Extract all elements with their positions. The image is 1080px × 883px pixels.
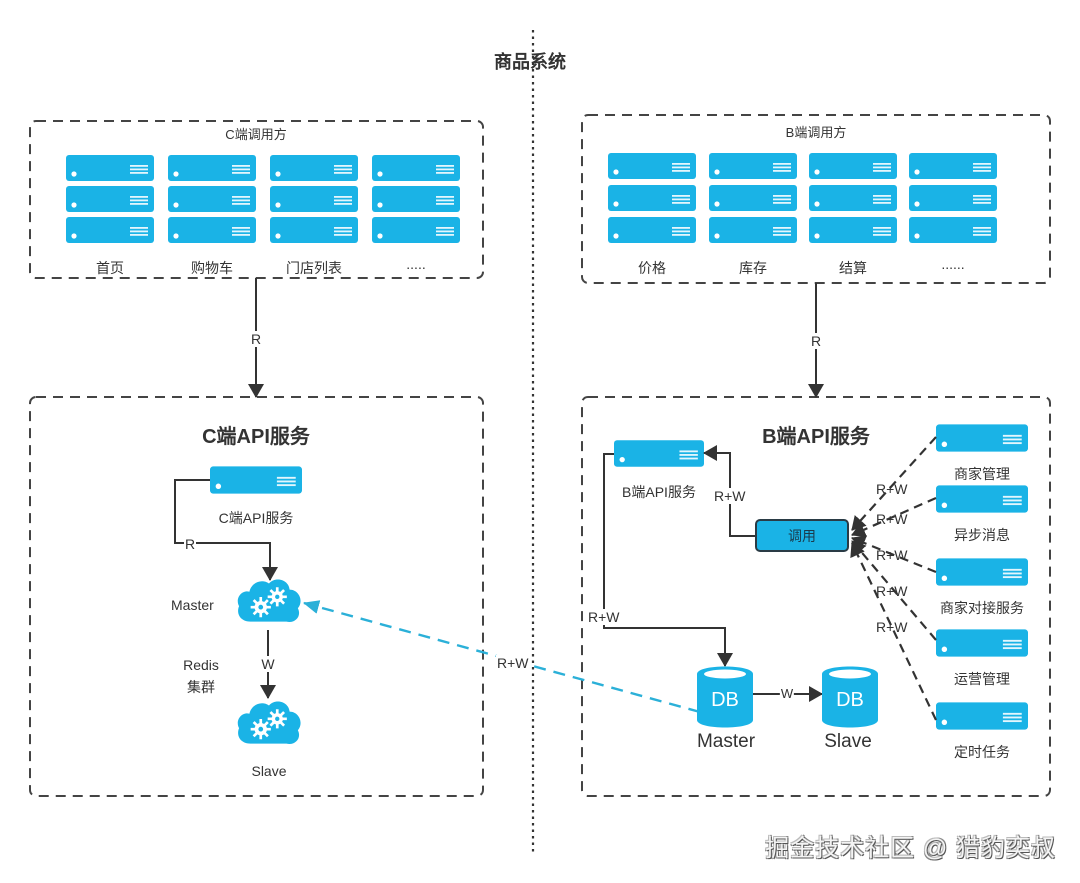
b-callers-title: B端调用方 <box>785 125 847 140</box>
server-icon <box>809 153 897 243</box>
b-caller-label: ...... <box>941 256 965 272</box>
server-icon <box>372 155 460 243</box>
client-edge-label: R+W <box>876 511 908 527</box>
server-icon <box>608 153 696 243</box>
b-api-title: B端API服务 <box>762 426 870 448</box>
client-edge-label: R+W <box>876 619 908 635</box>
client-server-icon <box>936 629 1028 657</box>
client-edge <box>850 542 937 721</box>
redis-cluster-label-1: Redis <box>183 657 219 673</box>
client-label: 商家对接服务 <box>940 600 1024 616</box>
client-label: 运营管理 <box>954 671 1010 687</box>
page-title: 商品系统 <box>494 52 566 72</box>
redis-slave-cloud-icon <box>236 700 302 746</box>
server-icon <box>270 155 358 243</box>
db-master-text: DB <box>711 689 739 711</box>
server-icon <box>709 153 797 243</box>
b-read-label: R <box>809 333 823 349</box>
b-caller-label: 库存 <box>739 260 767 276</box>
b-caller-label: 价格 <box>638 260 666 276</box>
server-icon <box>168 155 256 243</box>
client-server-icon <box>936 485 1028 513</box>
db-write-label: W <box>779 686 795 701</box>
b-caller-servers <box>608 153 997 243</box>
client-edge <box>851 436 937 531</box>
client-server-icon <box>936 558 1028 586</box>
c-caller-label: ..... <box>406 256 426 272</box>
c-api-title: C端API服务 <box>202 426 310 448</box>
cross-rw-label: R+W <box>496 655 530 671</box>
c-callers-title: C端调用方 <box>225 127 287 142</box>
client-label: 定时任务 <box>954 744 1010 760</box>
redis-cluster-label-2: 集群 <box>187 679 215 695</box>
redis-write-label: W <box>260 656 276 672</box>
b-api-server-label: B端API服务 <box>622 484 696 500</box>
c-api-read-label: R <box>184 536 197 552</box>
client-server-icon <box>936 424 1028 452</box>
client-label: 商家管理 <box>954 466 1010 482</box>
db-master-label: Master <box>696 731 756 752</box>
c-read-label: R <box>249 331 263 347</box>
client-edge-label: R+W <box>876 583 908 599</box>
redis-master-cloud-icon <box>236 578 302 624</box>
client-edge <box>851 540 937 641</box>
b-api-to-db-arrow <box>603 453 733 667</box>
b-api-server-icon <box>614 440 704 467</box>
c-api-server-icon <box>210 466 302 494</box>
c-caller-servers <box>66 155 460 243</box>
db-slave-label: Slave <box>824 731 872 752</box>
call-rw-label: R+W <box>713 488 747 504</box>
server-icon <box>66 155 154 243</box>
db-slave-text: DB <box>836 689 864 711</box>
client-edge-label: R+W <box>876 481 908 497</box>
c-api-to-redis-arrow <box>174 479 278 581</box>
client-edge-label: R+W <box>876 547 908 563</box>
server-icon <box>909 153 997 243</box>
watermark: 掘金技术社区 @ 猎豹奕叔 <box>765 835 1056 862</box>
c-api-server-label: C端API服务 <box>218 510 294 526</box>
c-caller-label: 门店列表 <box>286 260 342 276</box>
redis-master-label: Master <box>171 597 214 613</box>
c-caller-label: 购物车 <box>191 260 233 276</box>
call-dispatcher-button[interactable]: 调用 <box>755 519 849 552</box>
client-label: 异步消息 <box>954 527 1010 543</box>
client-edge <box>851 496 937 538</box>
client-server-icon <box>936 702 1028 730</box>
db-rw-label: R+W <box>587 609 621 625</box>
redis-slave-label: Slave <box>251 763 287 779</box>
c-caller-label: 首页 <box>96 260 124 276</box>
b-caller-label: 结算 <box>839 260 867 276</box>
